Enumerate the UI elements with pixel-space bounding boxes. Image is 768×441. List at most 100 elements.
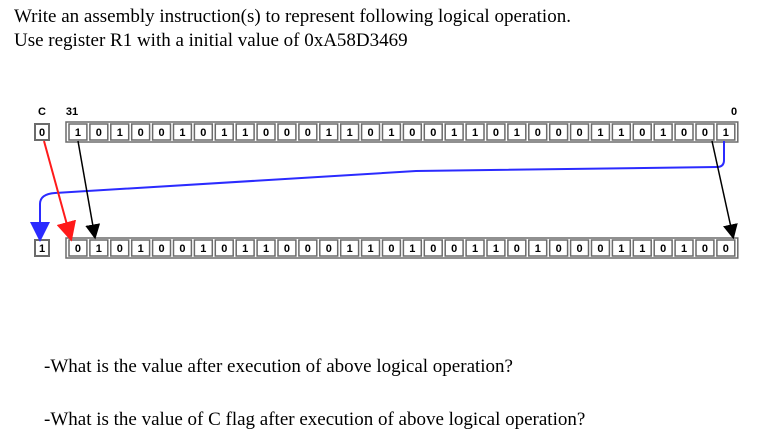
bottom-register-bit-box — [235, 239, 255, 257]
bottom-register-bit: 1 — [535, 243, 541, 255]
bottom-register-bit: 1 — [263, 243, 269, 255]
top-register-bit-box — [151, 123, 172, 141]
bottom-register-bit: 1 — [639, 243, 645, 255]
top-register-bit-box — [465, 123, 485, 141]
bottom-register-bit-box — [319, 239, 339, 257]
top-register-bit: 1 — [618, 127, 624, 139]
top-register-bit: 1 — [75, 127, 81, 139]
top-register-bit-box — [632, 123, 652, 141]
bottom-register-bit-box — [381, 239, 402, 257]
bottom-register-bit: 0 — [430, 243, 436, 255]
top-register-bit-box — [214, 123, 234, 141]
top-register-bit: 1 — [514, 127, 520, 139]
msb-header: 31 — [66, 106, 78, 118]
top-register-bit-box — [235, 123, 255, 141]
top-register-bit-box — [611, 123, 632, 141]
top-register-bit-box — [360, 123, 381, 141]
bottom-register-bit: 0 — [556, 243, 562, 255]
top-register-bit-box — [110, 123, 130, 141]
top-register-bit: 0 — [430, 127, 436, 139]
bottom-register-bit: 1 — [242, 243, 248, 255]
bottom-register-bit-box — [277, 239, 297, 257]
bottom-register-bit: 0 — [451, 243, 457, 255]
top-register-bit: 1 — [242, 127, 248, 139]
question-carry-flag: -What is the value of C flag after execu… — [44, 409, 586, 430]
bottom-register-bit-box — [402, 239, 423, 257]
top-register-bit: 1 — [117, 127, 123, 139]
top-register-bit-box — [444, 123, 464, 141]
bottom-carry-bit: 1 — [39, 243, 45, 255]
bottom-register-bit-box — [193, 239, 214, 257]
bottom-register-bit: 0 — [514, 243, 520, 255]
top-register-bit-box — [256, 123, 276, 141]
bottom-register-bit: 0 — [723, 243, 729, 255]
top-register-bit: 0 — [639, 127, 645, 139]
bottom-register-bit-box — [590, 239, 611, 257]
bottom-register-bit: 1 — [96, 243, 102, 255]
top-register-bit-box — [716, 123, 736, 141]
carry-header: C — [38, 106, 46, 118]
top-register-bit-box — [402, 123, 423, 141]
bottom-register-bit: 0 — [326, 243, 332, 255]
bottom-register-bit: 0 — [117, 243, 123, 255]
top-register-bit-box — [486, 123, 506, 141]
top-register-bit-box — [674, 123, 694, 141]
bottom-register-bit: 1 — [681, 243, 687, 255]
bottom-register-bit-box — [423, 239, 443, 257]
top-register-bit-box — [381, 123, 402, 141]
bottom-register-bit-box — [507, 239, 527, 257]
bottom-register-bit: 1 — [409, 243, 415, 255]
black-msb-shift-arrow — [77, 140, 101, 240]
top-register-bit-box — [68, 123, 88, 141]
bottom-register-bit-box — [110, 239, 130, 257]
top-register-bit: 0 — [158, 127, 164, 139]
bottom-register-bit: 0 — [179, 243, 185, 255]
top-register-bit: 0 — [138, 127, 144, 139]
bottom-register-bit-box — [695, 239, 715, 257]
bottom-register-bit: 0 — [221, 243, 227, 255]
top-register-bit: 0 — [305, 127, 311, 139]
top-register-bit: 1 — [451, 127, 457, 139]
bottom-register-bit-box — [360, 239, 381, 257]
bottom-register-bit-box — [89, 239, 109, 257]
top-register-bit: 0 — [409, 127, 415, 139]
instruction-title-line-1: Write an assembly instruction(s) to repr… — [14, 6, 571, 27]
bottom-register-bit-box — [172, 239, 193, 257]
blue-wraparound-arrow — [30, 141, 725, 242]
bottom-register-bit: 1 — [367, 243, 373, 255]
bottom-register-bit-box — [444, 239, 464, 257]
top-register-bit: 0 — [576, 127, 582, 139]
top-register-bit: 0 — [556, 127, 562, 139]
bottom-register-bit-box — [611, 239, 632, 257]
top-register-bit: 1 — [221, 127, 227, 139]
top-register-bit-box — [548, 123, 569, 141]
bottom-register-bit: 0 — [75, 243, 81, 255]
bottom-register-bit-box — [214, 239, 234, 257]
top-register-bit-box — [130, 123, 151, 141]
bottom-register-bit: 0 — [702, 243, 708, 255]
bottom-register-bit-box — [632, 239, 652, 257]
bottom-register-bit: 0 — [305, 243, 311, 255]
top-register-bit-box — [298, 123, 318, 141]
bottom-register-bit-box — [528, 239, 548, 257]
top-register-bit-box — [89, 123, 109, 141]
black-lsb-shift-arrow — [711, 140, 738, 240]
bottom-register-bit: 1 — [618, 243, 624, 255]
bottom-register-bit-box — [465, 239, 485, 257]
bottom-register-bit-box — [486, 239, 506, 257]
bottom-register-bit-box — [716, 239, 736, 257]
bottom-register-bit: 0 — [158, 243, 164, 255]
bottom-register-bit: 1 — [200, 243, 206, 255]
top-register-bit: 0 — [535, 127, 541, 139]
top-register-bit: 0 — [96, 127, 102, 139]
top-register-bit-box — [528, 123, 548, 141]
lsb-header: 0 — [731, 106, 737, 118]
bottom-register-bit-box — [339, 239, 360, 257]
instruction-title-line-2: Use register R1 with a initial value of … — [14, 30, 408, 51]
top-register-bit-box — [339, 123, 360, 141]
top-register-bit: 0 — [367, 127, 373, 139]
top-register-bit: 0 — [702, 127, 708, 139]
top-register-bit: 1 — [347, 127, 353, 139]
